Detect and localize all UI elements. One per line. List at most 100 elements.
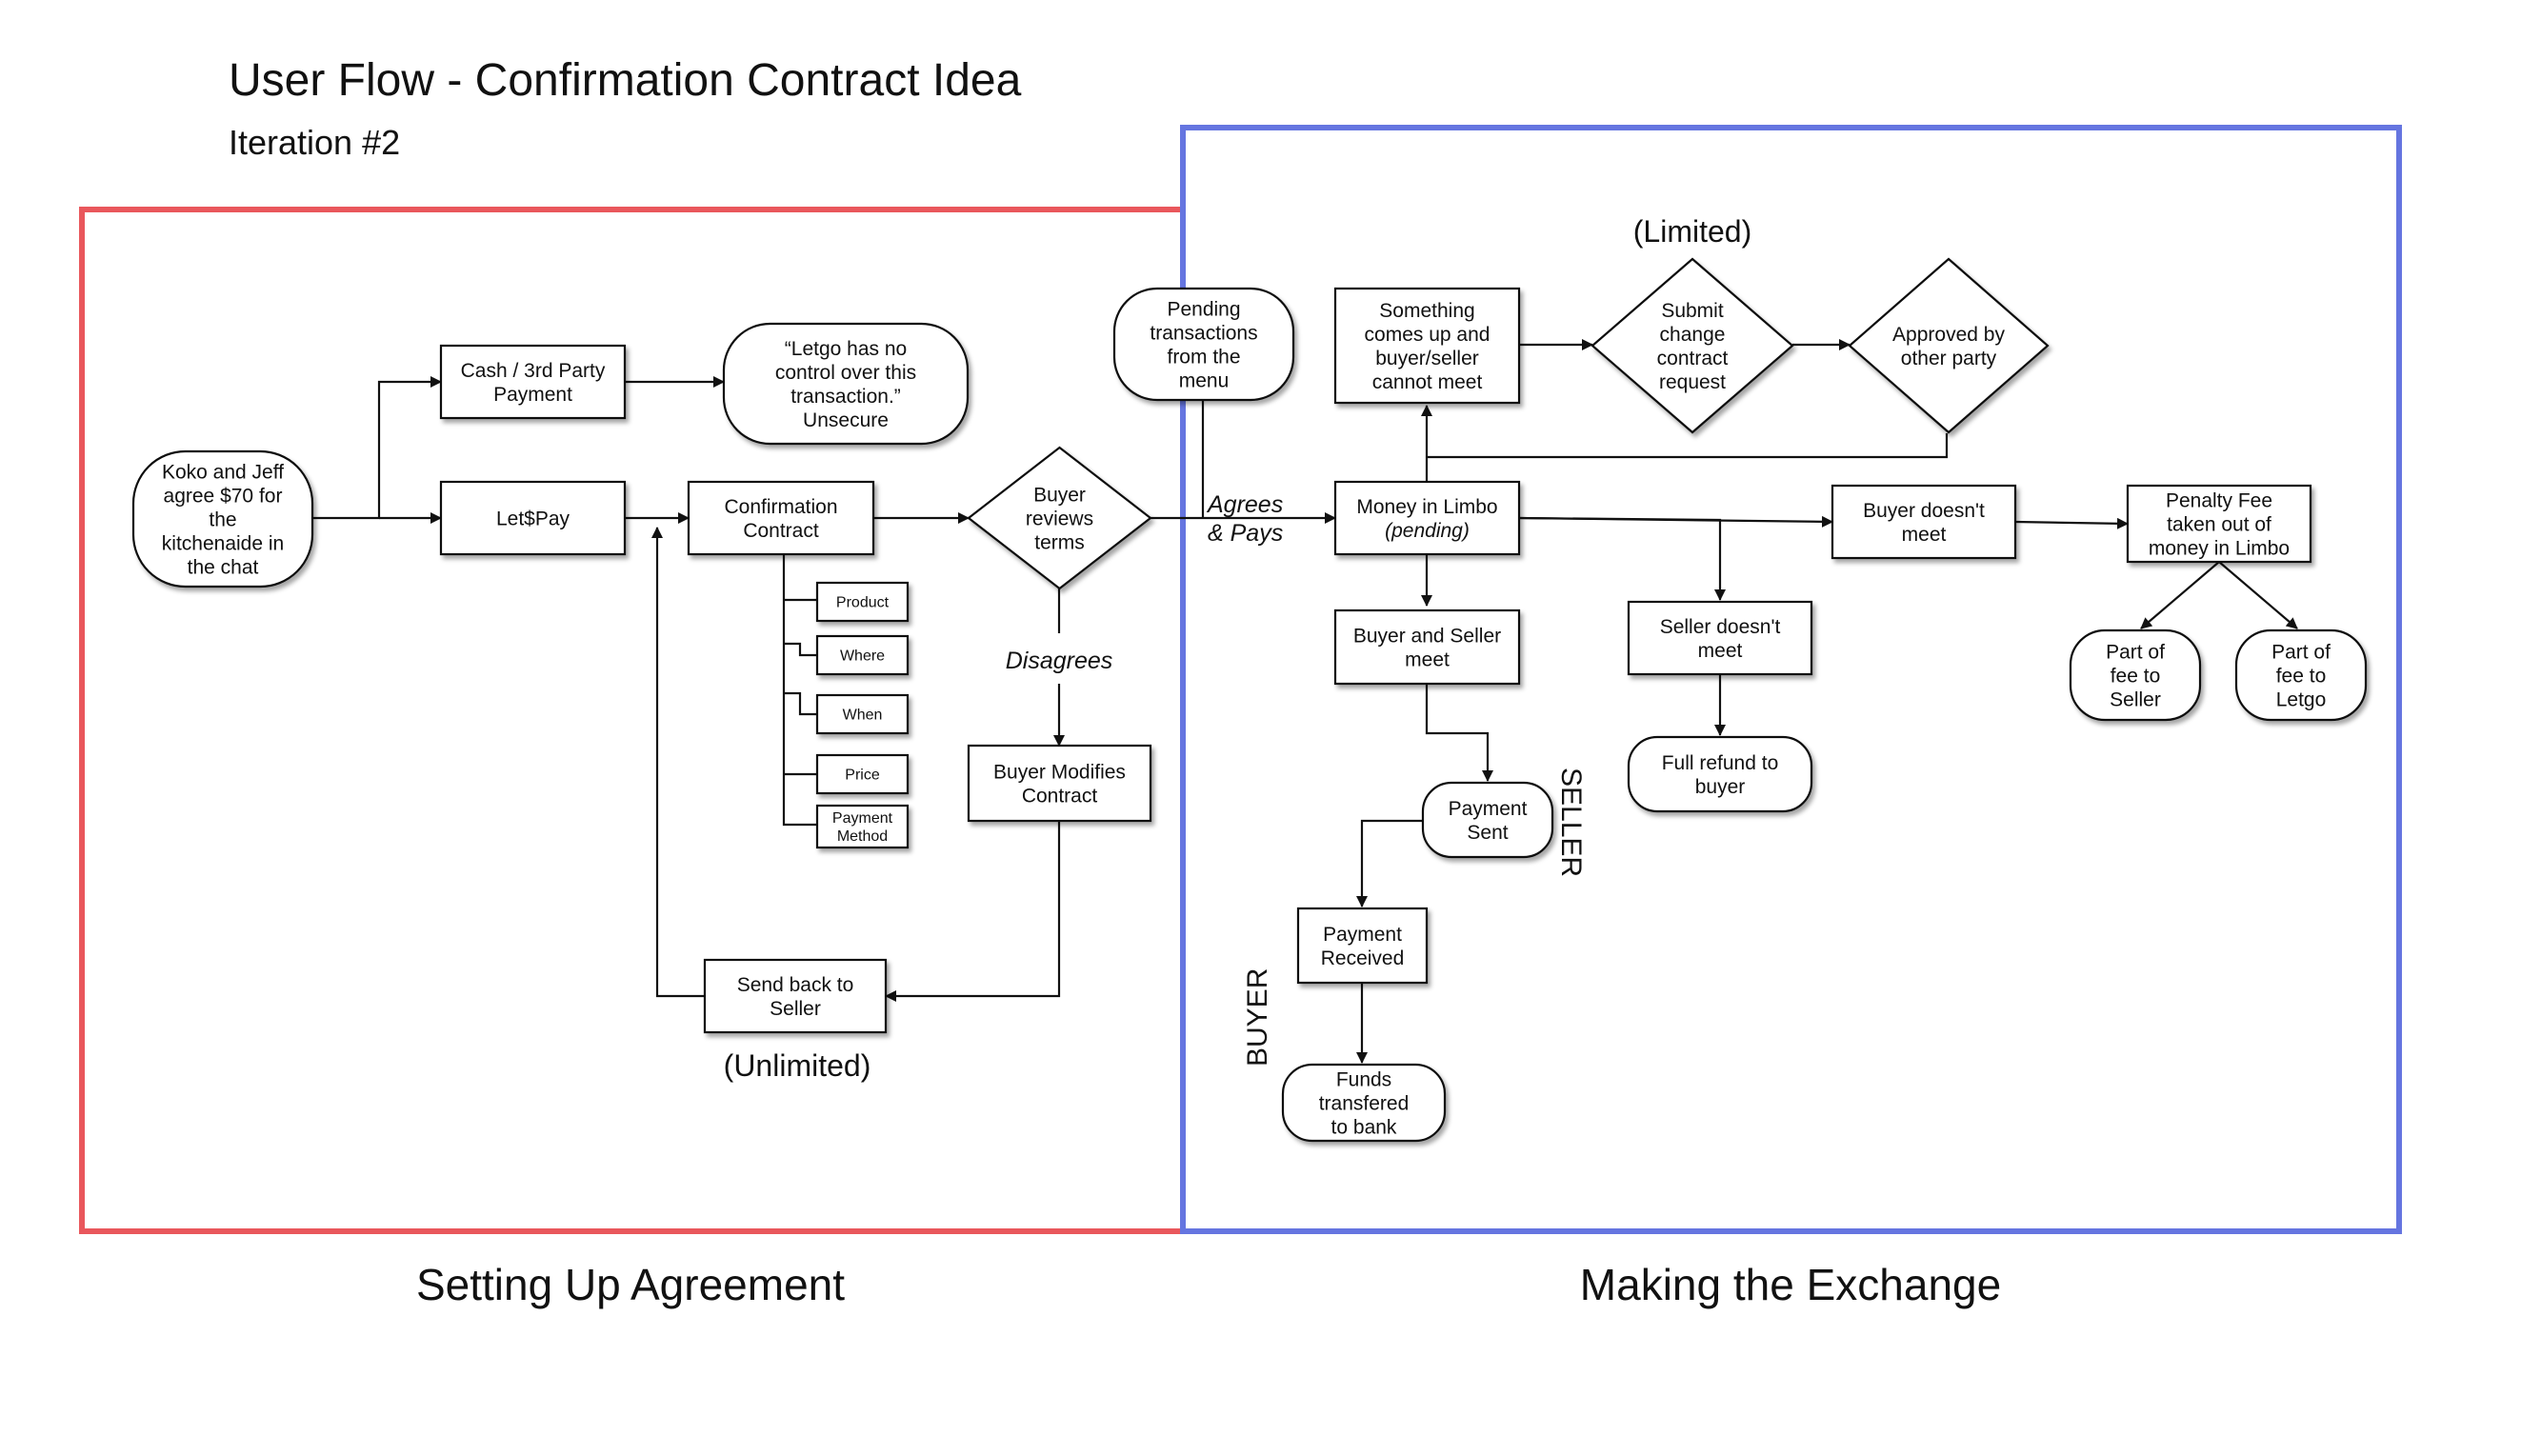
node-text-line: request: [1659, 371, 1726, 393]
connector: [1425, 684, 1493, 782]
seller-lane-label: SELLER: [1555, 768, 1587, 877]
connector: [1427, 433, 1949, 459]
connector: [784, 691, 817, 716]
node-text-line: When: [843, 708, 883, 724]
node-text-line: money in Limbo: [2149, 537, 2290, 559]
connector: [784, 642, 817, 657]
node-shape: [815, 634, 910, 676]
limited-label: (Limited): [1633, 214, 1751, 249]
node-text-line: taken out of: [2167, 513, 2271, 535]
node-shape: [2126, 484, 2312, 564]
node-shape: [1112, 287, 1295, 402]
node-text-line: Contract: [743, 520, 819, 542]
node-when: When: [815, 693, 910, 735]
node-shape: [2069, 628, 2202, 722]
node-text-line: the: [209, 509, 236, 530]
node-text-line: transfered: [1319, 1092, 1410, 1114]
node-text-line: to bank: [1331, 1116, 1397, 1138]
node-text-line: Seller doesn't: [1660, 616, 1781, 638]
node-shape: [2234, 628, 2368, 722]
connector: [1356, 819, 1423, 908]
node-text-line: Contract: [1022, 785, 1098, 807]
node-product: Product: [815, 581, 910, 623]
node-text-line: Approved by: [1892, 324, 2005, 346]
node-text-line: meet: [1698, 640, 1743, 662]
node-text-line: fee to: [2111, 665, 2161, 687]
node-text-line: agree $70 for: [164, 485, 283, 507]
node-text-line: transaction.”: [790, 386, 901, 408]
node-price: Price: [815, 753, 910, 795]
node-text-line: meet: [1902, 524, 1947, 546]
node-text-line: fee to: [2276, 665, 2327, 687]
page-subtitle: Iteration #2: [229, 123, 400, 162]
node-text-line: Cash / 3rd Party: [461, 360, 606, 382]
node-text-line: Where: [840, 648, 885, 665]
connector: [651, 527, 705, 998]
node-text-line: Payment: [1323, 924, 1402, 946]
node-text-line: Money in Limbo: [1356, 496, 1497, 518]
node-text-line: Submit: [1661, 300, 1724, 322]
node-shape: [1831, 484, 2017, 560]
node-text-line: comes up and: [1365, 324, 1491, 346]
setup-region-label: Setting Up Agreement: [416, 1260, 845, 1309]
node-text-line: buyer: [1695, 776, 1746, 798]
node-shape: [1421, 781, 1554, 859]
node-shape: [703, 958, 888, 1034]
node-text-line: Let$Pay: [496, 508, 570, 529]
node-text-line: Part of: [2271, 641, 2331, 663]
node-text-line: Pending: [1167, 298, 1240, 320]
node-text-line: cannot meet: [1372, 371, 1483, 393]
pays-label: & Pays: [1208, 520, 1283, 547]
node-shape: [967, 446, 1152, 590]
node-text-line: Buyer: [1033, 484, 1086, 506]
node-shape: [1591, 257, 1794, 434]
node-text-line: change: [1660, 324, 1726, 346]
node-text-line: Something: [1379, 300, 1474, 322]
node-text-line: Buyer Modifies: [993, 761, 1126, 783]
node-text-line: Send back to: [737, 974, 854, 996]
connector: [312, 376, 442, 520]
node-text-line: Price: [845, 768, 880, 784]
connector: [2218, 561, 2298, 629]
unlimited-label: (Unlimited): [724, 1048, 871, 1083]
node-text-line: reviews: [1026, 508, 1093, 529]
node-text-line: Method: [837, 828, 888, 845]
node-text-line: Funds: [1336, 1068, 1391, 1090]
node-text-line: menu: [1179, 369, 1230, 391]
node-text-line: from the: [1167, 346, 1240, 368]
node-text-line: Payment: [832, 810, 893, 827]
node-shape: [1333, 287, 1521, 405]
node-shape: [815, 693, 910, 735]
buyer-lane-label: BUYER: [1242, 968, 1273, 1067]
node-text-line: Confirmation: [724, 496, 837, 518]
node-text-line: Seller: [2110, 688, 2161, 710]
page-title: User Flow - Confirmation Contract Idea: [229, 55, 1022, 106]
node-money-limbo: Money in Limbo(pending): [1333, 480, 1521, 556]
disagrees-label: Disagrees: [1006, 648, 1113, 674]
node-where: Where: [815, 634, 910, 676]
node-text-line: kitchenaide in: [162, 532, 284, 554]
agrees-label: Agrees: [1206, 491, 1283, 518]
connectors: [312, 339, 2298, 1064]
node-text-line: Payment: [493, 384, 572, 406]
node-text-line: Unsecure: [803, 409, 889, 431]
